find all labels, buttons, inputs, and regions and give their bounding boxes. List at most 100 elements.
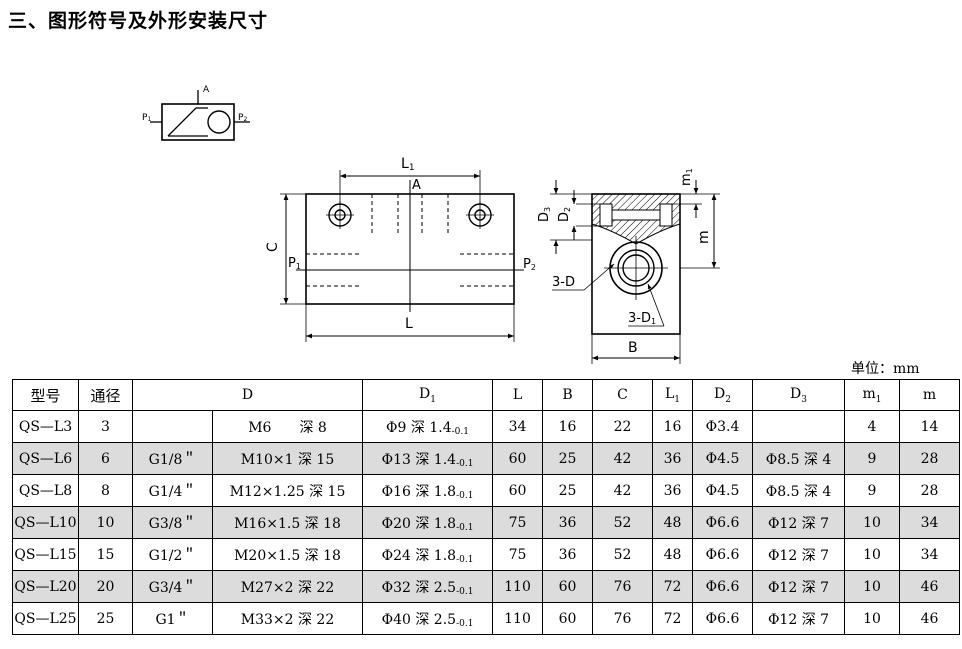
cell-d-thread: M12×1.25 深 15 [211, 474, 364, 507]
cell-d-pipe [132, 410, 213, 443]
cell-d3: Φ8.5 深 4 [752, 442, 846, 475]
front-view-drawing: L1 A C P1 P2 L [265, 156, 536, 342]
cell-l1: 72 [652, 602, 694, 635]
cell-l: 75 [492, 538, 544, 571]
side-label-d2: D2 [557, 207, 572, 222]
front-label-l: L [405, 316, 413, 332]
header-d1: D1 [362, 379, 494, 411]
side-label-d1: 3-D1 [628, 311, 656, 326]
cell-d3: Φ12 深 7 [752, 538, 846, 571]
header-d: D [131, 379, 364, 411]
cell-l1: 72 [652, 570, 694, 603]
cell-b: 25 [542, 474, 594, 507]
cell-d-pipe: G1/4＂ [132, 474, 213, 507]
cell-model: QS—L6 [12, 442, 79, 475]
cell-b: 60 [542, 602, 594, 635]
symbol-label-p2: P2 [238, 113, 247, 123]
cell-model: QS—L15 [12, 538, 79, 571]
cell-d2: Φ6.6 [692, 538, 754, 571]
side-label-d: 3-D [552, 275, 575, 290]
cell-l1: 16 [652, 410, 694, 443]
header-model: 型号 [12, 379, 79, 411]
cell-m1: 10 [844, 602, 901, 635]
cell-d1: Φ9 深 1.4-0.1 [362, 410, 494, 443]
cell-l1: 48 [652, 506, 694, 539]
cell-m: 46 [899, 570, 961, 603]
cell-l1: 48 [652, 538, 694, 571]
cell-b: 16 [542, 410, 594, 443]
cell-m: 28 [899, 442, 961, 475]
side-label-b: B [628, 340, 638, 356]
cell-d-thread: M6 深 8 [211, 410, 364, 443]
cell-model: QS—L3 [12, 410, 79, 443]
cell-c: 42 [592, 474, 654, 507]
symbol-label-p1: P1 [142, 113, 151, 123]
shuttle-valve-symbol: A P1 P2 [142, 85, 250, 141]
cell-l1: 36 [652, 474, 694, 507]
cell-m1: 4 [844, 410, 901, 443]
cell-d3: Φ12 深 7 [752, 602, 846, 635]
cell-m1: 10 [844, 538, 901, 571]
cell-m1: 9 [844, 474, 901, 507]
side-label-m1: m1 [679, 168, 694, 186]
cell-model: QS—L25 [12, 602, 79, 635]
cell-d1: Φ32 深 2.5-0.1 [362, 570, 494, 603]
cell-d1: Φ13 深 1.4-0.1 [362, 442, 494, 475]
cell-d1: Φ24 深 1.8-0.1 [362, 538, 494, 571]
cell-d-thread: M27×2 深 22 [211, 570, 364, 603]
cell-m1: 9 [844, 442, 901, 475]
cell-bore: 25 [78, 602, 133, 635]
header-l1: L1 [652, 379, 694, 411]
cell-b: 36 [542, 506, 594, 539]
cell-d-pipe: G1＂ [132, 602, 213, 635]
section-heading: 三、图形符号及外形安装尺寸 [8, 10, 269, 32]
cell-l: 60 [492, 442, 544, 475]
cell-bore: 8 [78, 474, 133, 507]
header-c: C [592, 379, 654, 411]
cell-d2: Φ6.6 [692, 570, 754, 603]
cell-d3 [752, 410, 846, 443]
cell-model: QS—L8 [12, 474, 79, 507]
cell-m: 46 [899, 602, 961, 635]
cell-d-thread: M20×1.5 深 18 [211, 538, 364, 571]
cell-d3: Φ8.5 深 4 [752, 474, 846, 507]
header-bore: 通径 [78, 379, 133, 411]
cell-d3: Φ12 深 7 [752, 570, 846, 603]
cell-c: 52 [592, 538, 654, 571]
cell-d1: Φ40 深 2.5-0.1 [362, 602, 494, 635]
cell-b: 60 [542, 570, 594, 603]
cell-bore: 3 [78, 410, 133, 443]
cell-l: 110 [492, 570, 544, 603]
cell-bore: 20 [78, 570, 133, 603]
cell-m1: 10 [844, 506, 901, 539]
cell-d-thread: M10×1 深 15 [211, 442, 364, 475]
header-b: B [542, 379, 594, 411]
unit-label: 单位：mm [851, 361, 920, 377]
cell-d-thread: M33×2 深 22 [211, 602, 364, 635]
cell-d-pipe: G3/4＂ [132, 570, 213, 603]
header-d3: D3 [752, 379, 846, 411]
table-header-row: 型号 通径 D D1 L B C L1 D2 D3 m1 m [12, 379, 961, 411]
side-view-drawing: m1 D3 D2 m 3-D 3-D1 B [537, 168, 720, 364]
front-label-c: C [265, 242, 281, 252]
cell-d2: Φ4.5 [692, 474, 754, 507]
front-label-p2: P2 [523, 257, 536, 272]
cell-d-pipe: G1/2＂ [132, 538, 213, 571]
cell-l1: 36 [652, 442, 694, 475]
cell-m1: 10 [844, 570, 901, 603]
cell-m: 14 [899, 410, 961, 443]
front-label-l1: L1 [401, 156, 415, 173]
cell-l: 60 [492, 474, 544, 507]
cell-model: QS—L10 [12, 506, 79, 539]
cell-bore: 10 [78, 506, 133, 539]
cell-bore: 6 [78, 442, 133, 475]
cell-d1: Φ16 深 1.8-0.1 [362, 474, 494, 507]
cell-d2: Φ3.4 [692, 410, 754, 443]
cell-d-pipe: G1/8＂ [132, 442, 213, 475]
cell-d3: Φ12 深 7 [752, 506, 846, 539]
cell-b: 36 [542, 538, 594, 571]
